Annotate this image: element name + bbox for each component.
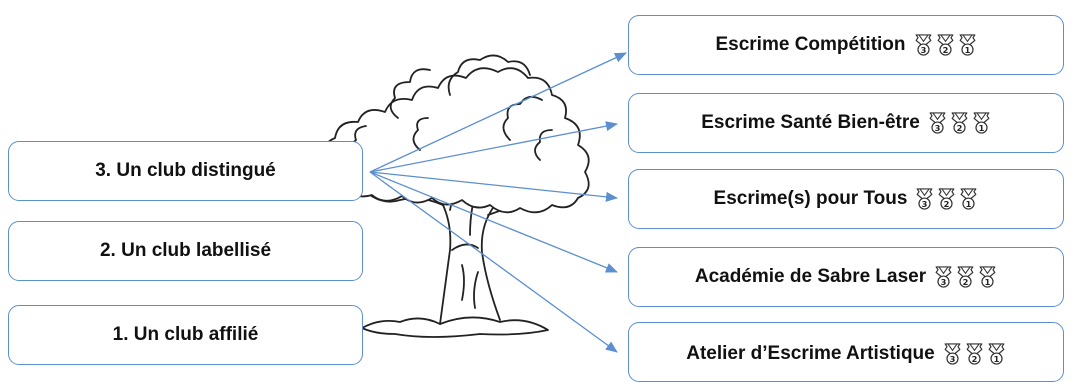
program-label: Académie de Sabre Laser [694, 266, 927, 287]
program-box-escrimes-pour-tous: Escrime(s) pour Tous 3 2 1 [628, 169, 1064, 229]
medal-group: 3 2 1 [943, 343, 1006, 365]
svg-text:2: 2 [963, 277, 969, 287]
svg-text:1: 1 [985, 277, 991, 287]
arrow-to-escrimes-pour-tous [369, 171, 618, 202]
arrow-to-atelier-escrime [369, 171, 618, 353]
svg-text:3: 3 [920, 45, 926, 55]
program-box-academie-sabre-laser: Académie de Sabre Laser 3 2 1 [628, 247, 1064, 307]
svg-text:3: 3 [941, 277, 947, 287]
medal-group: 3 2 1 [915, 188, 978, 210]
medal-icon: 2 [937, 34, 953, 56]
medal-icon: 1 [979, 266, 996, 288]
medal-group: 3 2 1 [934, 266, 997, 288]
medal-icon: 1 [961, 188, 977, 210]
program-label: Escrime Compétition [715, 34, 906, 55]
medal-icon: 1 [959, 34, 975, 56]
program-box-escrime-competition: Escrime Compétition 3 2 1 [628, 15, 1064, 75]
medal-group: 3 2 1 [928, 112, 991, 134]
level-box-distingue: 3. Un club distingué [8, 141, 363, 201]
medal-icon: 1 [988, 343, 1005, 365]
svg-text:1: 1 [966, 199, 972, 209]
program-label: Escrime Santé Bien-être [701, 112, 920, 133]
arrows [369, 52, 627, 353]
svg-text:2: 2 [956, 123, 962, 133]
medal-icon: 2 [966, 343, 983, 365]
svg-text:2: 2 [944, 199, 950, 209]
svg-text:3: 3 [922, 199, 928, 209]
svg-text:3: 3 [949, 354, 955, 364]
medal-icon: 3 [917, 188, 933, 210]
medal-icon: 3 [929, 112, 946, 134]
program-label: Atelier d’Escrime Artistique [686, 343, 935, 364]
svg-text:1: 1 [993, 354, 999, 364]
svg-text:2: 2 [971, 354, 977, 364]
diagram-canvas [322, 52, 627, 353]
medal-icon: 3 [915, 34, 931, 56]
medal-icon: 3 [935, 266, 952, 288]
medal-group: 3 2 1 [914, 34, 977, 56]
medal-icon: 1 [973, 112, 990, 134]
tree-illustration [322, 54, 590, 338]
svg-text:1: 1 [964, 45, 970, 55]
svg-text:2: 2 [942, 45, 948, 55]
level-label: 3. Un club distingué [95, 160, 276, 181]
arrow-to-escrime-sante [369, 121, 618, 173]
medal-icon: 2 [951, 112, 968, 134]
program-box-atelier-escrime: Atelier d’Escrime Artistique 3 2 1 [628, 322, 1064, 382]
medal-icon: 3 [944, 343, 961, 365]
program-box-escrime-sante: Escrime Santé Bien-être 3 2 1 [628, 93, 1064, 153]
level-label: 1. Un club affilié [112, 324, 259, 345]
medal-icon: 2 [939, 188, 955, 210]
medal-icon: 2 [957, 266, 974, 288]
program-label: Escrime(s) pour Tous [713, 188, 908, 209]
arrow-to-escrime-competition [369, 52, 627, 173]
svg-text:3: 3 [934, 123, 940, 133]
arrow-to-academie-sabre-laser [369, 171, 618, 273]
level-box-affilie: 1. Un club affilié [8, 305, 363, 365]
level-box-labellise: 2. Un club labellisé [8, 221, 363, 281]
level-label: 2. Un club labellisé [99, 240, 272, 261]
svg-text:1: 1 [978, 123, 984, 133]
